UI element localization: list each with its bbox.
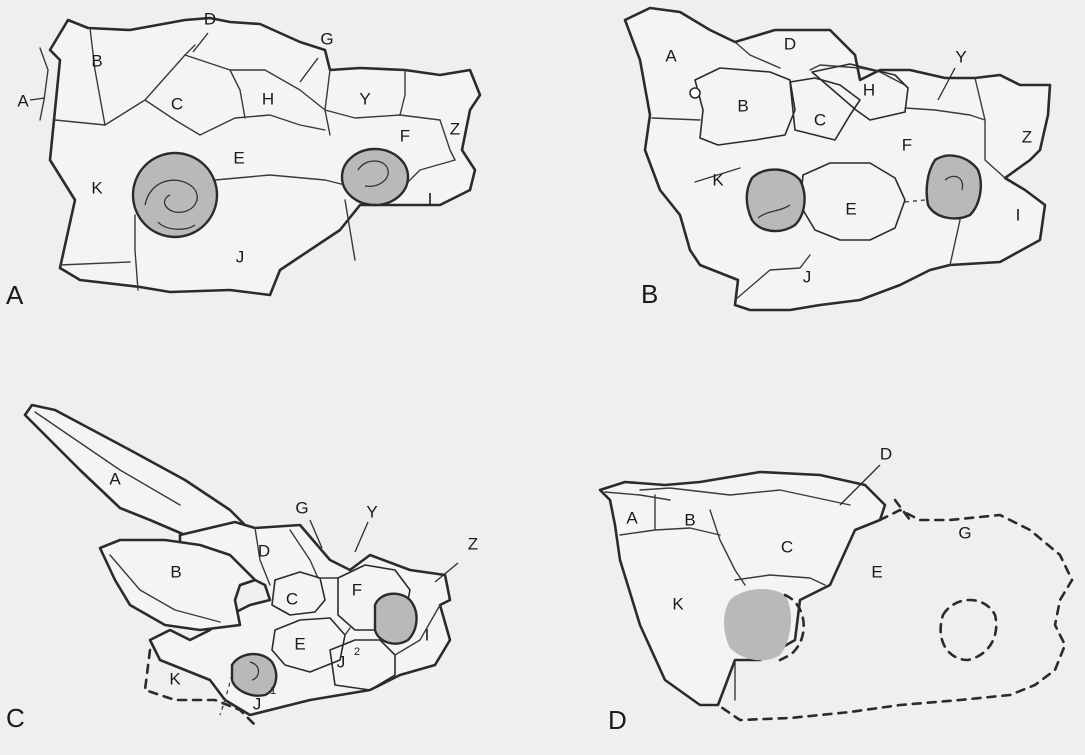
label-y: Y [955, 47, 966, 66]
panel-d: D A B G C E K D [600, 444, 1072, 734]
label-i: I [1016, 205, 1021, 224]
label-g: G [958, 523, 971, 542]
panel-a-letter: A [6, 280, 24, 310]
label-e: E [845, 199, 856, 218]
label-c: C [781, 537, 793, 556]
panel-c: A G Y Z D B F C I E J 2 K J 1 C [6, 405, 478, 733]
label-y: Y [366, 502, 377, 521]
panel-a-skull-outline [50, 18, 480, 295]
label-k: K [672, 594, 684, 613]
label-k: K [712, 170, 724, 189]
label-b: B [170, 562, 181, 581]
label-c: C [814, 110, 826, 129]
label-z: Z [468, 534, 478, 553]
label-f: F [902, 135, 912, 154]
label-g: G [295, 498, 308, 517]
panel-a: B D G A C H Y F Z E K I J A [6, 9, 480, 309]
panel-a-left-orbit [133, 153, 217, 237]
label-z: Z [1022, 127, 1032, 146]
label-h: H [863, 80, 875, 99]
label-e: E [294, 634, 305, 653]
label-a: A [626, 508, 638, 527]
label-j2-superscript: 2 [354, 646, 360, 658]
label-y: Y [359, 89, 370, 108]
panel-c-right-orbit [375, 594, 417, 644]
label-j1: J [253, 694, 262, 713]
panel-b-skull-outline [625, 8, 1050, 310]
label-a: A [17, 91, 29, 110]
label-j1-superscript: 1 [270, 685, 276, 697]
label-e: E [233, 148, 244, 167]
label-a: A [109, 469, 121, 488]
panel-b-right-orbit [927, 155, 981, 218]
panel-b-left-orbit [747, 170, 805, 231]
label-c: C [171, 94, 183, 113]
label-d: D [204, 9, 216, 28]
label-b: B [737, 96, 748, 115]
label-a: A [665, 46, 677, 65]
label-j: J [803, 267, 812, 286]
panel-b: A D Y B C H F Z K E I J B [625, 8, 1050, 310]
label-z: Z [450, 119, 460, 138]
label-b: B [91, 51, 102, 70]
panel-c-letter: C [6, 703, 25, 733]
label-d: D [784, 34, 796, 53]
label-d: D [258, 541, 270, 560]
panel-a-right-orbit [342, 149, 408, 205]
label-e: E [871, 562, 882, 581]
label-f: F [352, 580, 362, 599]
label-k: K [91, 178, 103, 197]
panel-d-left-orbit [724, 589, 791, 660]
panel-d-skull-outline [600, 472, 885, 705]
panel-d-letter: D [608, 705, 627, 735]
label-f: F [400, 126, 410, 145]
label-i: I [425, 625, 430, 644]
label-d: D [880, 444, 892, 463]
panel-c-horn-a [25, 405, 250, 540]
label-c: C [286, 589, 298, 608]
label-j: J [236, 247, 245, 266]
label-j2: J [337, 652, 346, 671]
label-g: G [320, 29, 333, 48]
label-k: K [169, 669, 181, 688]
label-b: B [684, 510, 695, 529]
panel-b-letter: B [641, 279, 658, 309]
label-i: I [428, 189, 433, 208]
label-h: H [262, 89, 274, 108]
